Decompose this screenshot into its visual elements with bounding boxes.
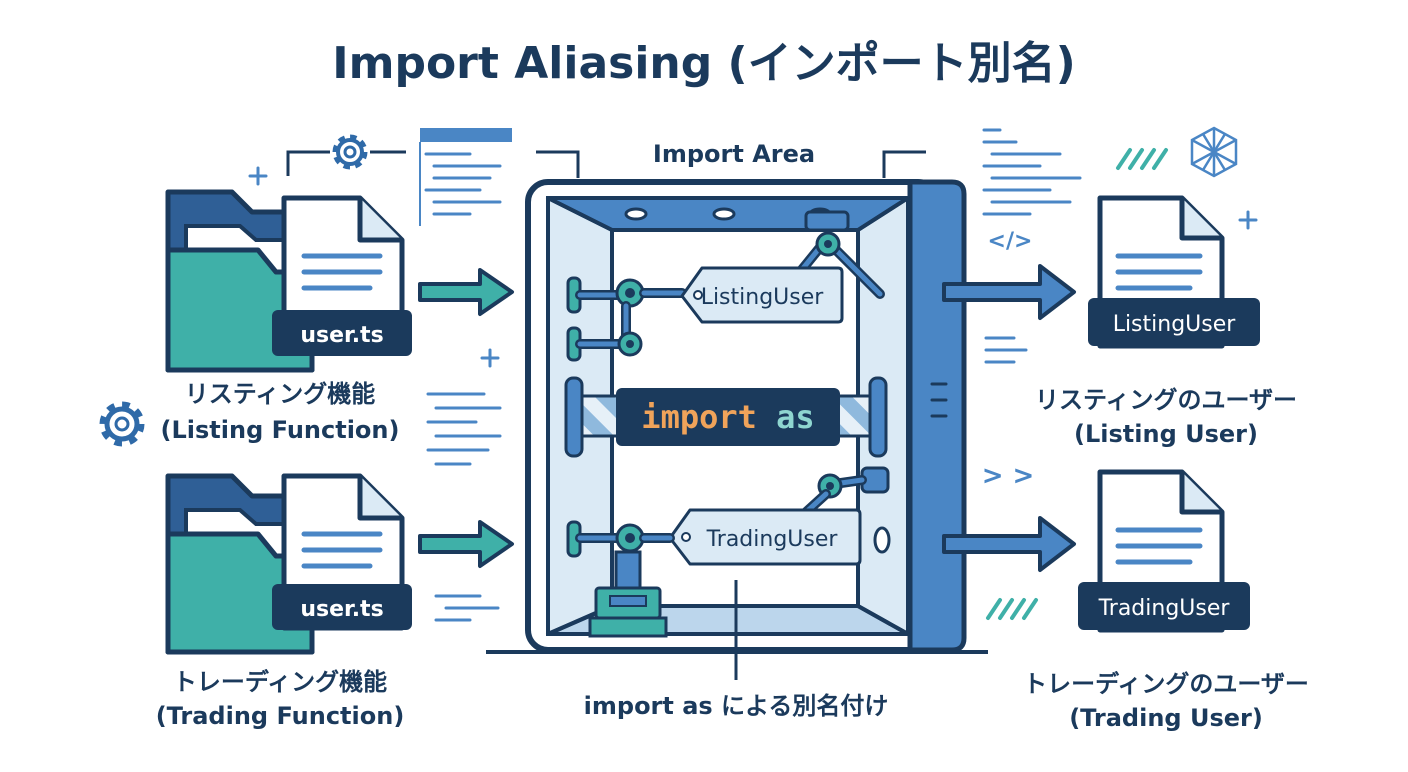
menu-lines-icon: [984, 336, 1028, 364]
output-caption-en: (Listing User): [1074, 420, 1258, 448]
trading-user-output: TradingUser トレーディングのユーザー (Trading User): [1023, 469, 1309, 732]
page-title: Import Aliasing (インポート別名): [332, 38, 1076, 89]
code-window-icon: [419, 128, 512, 226]
source-caption-ja: リスティング機能: [185, 380, 376, 408]
listing-source-module: user.ts リスティング機能 (Listing Function): [161, 189, 412, 444]
file-label-badge: [272, 584, 412, 630]
robot-arm: [566, 276, 687, 362]
trading-source-module: user.ts トレーディング機能 (Trading Function): [156, 473, 412, 730]
gear-icon: [99, 401, 145, 447]
alias-tag-trading: TradingUser: [668, 508, 862, 566]
source-caption-en: (Listing Function): [161, 416, 400, 444]
import-area-machine: Import Area: [486, 140, 988, 720]
alias-tag-label: TradingUser: [706, 527, 839, 552]
chevron-right-icon: > >: [982, 461, 1035, 491]
keyword-panel: [616, 388, 840, 446]
input-arrow-top: [418, 268, 514, 316]
code-lines-decoration: [982, 128, 1082, 216]
import-as-caption: import as による別名付け: [584, 692, 889, 720]
source-caption-ja: トレーディング機能: [173, 668, 387, 696]
connector-line: [536, 150, 580, 178]
file-label: TradingUser: [1098, 596, 1231, 621]
connector-line: [882, 150, 926, 178]
import-area-label: Import Area: [653, 140, 815, 168]
code-lines-decoration: [426, 392, 502, 466]
listing-user-output: ListingUser リスティングのユーザー (Listing User): [1035, 195, 1297, 448]
input-arrow-bottom: [418, 520, 514, 568]
output-arrow-top: [942, 264, 1076, 320]
alias-tag-label: ListingUser: [701, 285, 825, 310]
slash-stripes-icon: [986, 598, 1038, 620]
code-tag-icon: </>: [988, 229, 1033, 254]
output-caption-en: (Trading User): [1069, 704, 1263, 732]
connector-line: [286, 150, 330, 176]
plus-icon: [1238, 210, 1258, 230]
source-caption-en: (Trading Function): [156, 702, 405, 730]
file-document-icon: [281, 195, 405, 349]
plus-icon: [480, 348, 500, 368]
file-label: user.ts: [300, 323, 383, 348]
file-label-badge: [1088, 298, 1260, 346]
file-label: ListingUser: [1113, 312, 1237, 337]
file-label-badge: [1078, 582, 1250, 630]
plus-icon: [248, 166, 268, 186]
import-as-keyword: import as: [641, 398, 814, 436]
cube-grid-icon: [1190, 126, 1238, 178]
gear-icon: [332, 134, 368, 170]
robot-arm: [566, 520, 675, 638]
alias-tag-listing: ListingUser: [680, 266, 844, 324]
output-caption-ja: リスティングのユーザー: [1035, 386, 1297, 414]
robot-arm: [795, 210, 885, 299]
code-lines-decoration: [434, 594, 500, 622]
import-as-bar: import as: [564, 376, 888, 458]
slash-stripes-icon: [1116, 148, 1168, 170]
file-label-badge: [272, 310, 412, 356]
file-label: user.ts: [300, 597, 383, 622]
output-caption-ja: トレーディングのユーザー: [1023, 670, 1309, 698]
output-arrow-bottom: [942, 516, 1076, 572]
